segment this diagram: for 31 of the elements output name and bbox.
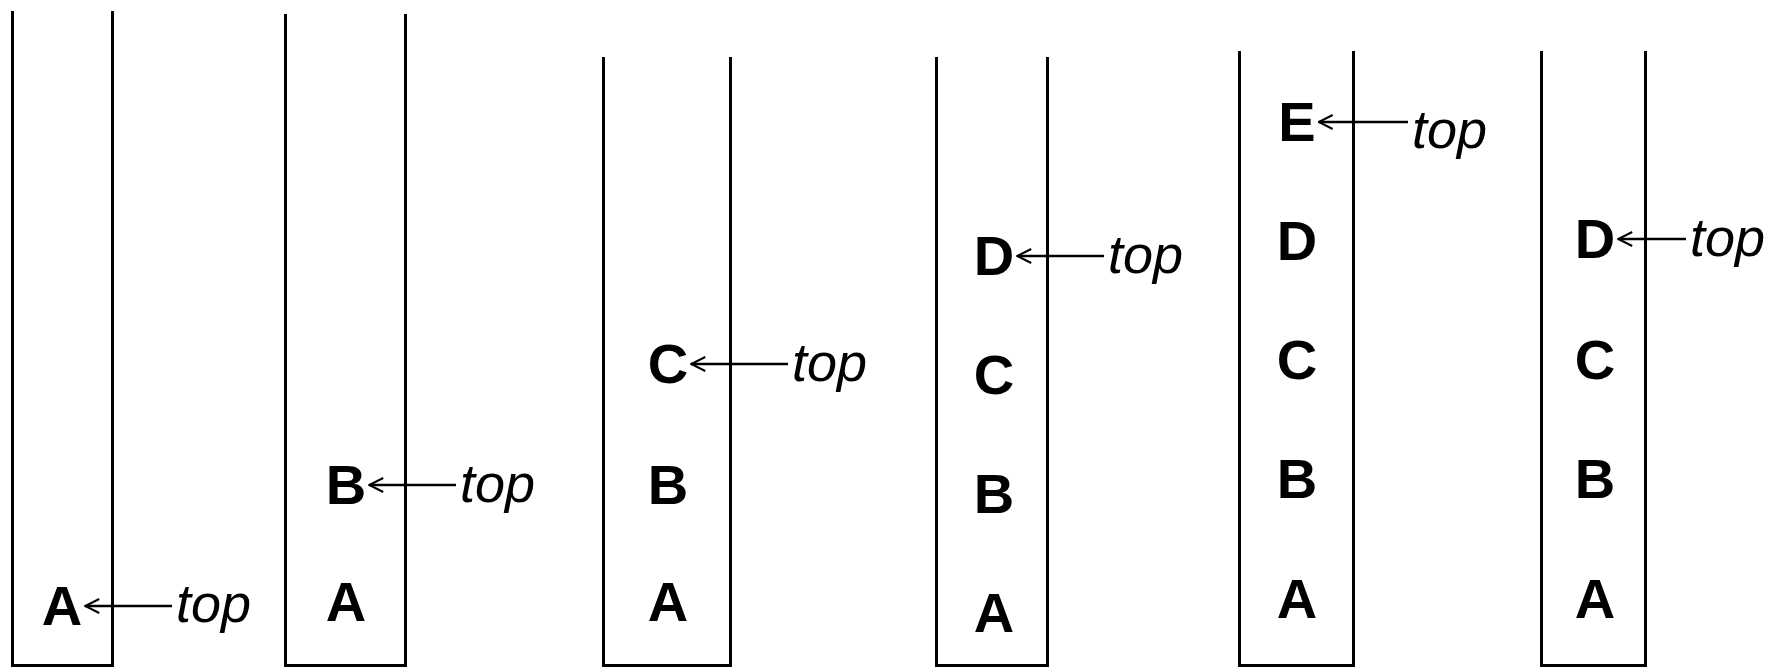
stack-item: D [1574, 211, 1616, 267]
arrow [690, 356, 788, 372]
stack-container [1540, 51, 1647, 667]
arrow [1617, 231, 1686, 247]
stack-item: C [973, 347, 1015, 403]
stack-item: A [647, 574, 689, 630]
stack-item: A [973, 585, 1015, 641]
arrow [1016, 248, 1104, 264]
stack-item: B [1276, 451, 1318, 507]
stack-item: B [1574, 451, 1616, 507]
stack-container [935, 57, 1049, 667]
stack-item: A [41, 578, 83, 634]
arrow [368, 477, 456, 493]
stack-container [11, 11, 114, 667]
arrow [1317, 114, 1408, 130]
stack-item: C [647, 336, 689, 392]
stack-item: A [1574, 571, 1616, 627]
stack-item: B [647, 457, 689, 513]
stack-container [284, 14, 407, 667]
stack-item: A [325, 574, 367, 630]
stack-container [1238, 51, 1355, 667]
stack-item: C [1276, 332, 1318, 388]
stack-item: E [1278, 94, 1316, 150]
stack-item: A [1276, 571, 1318, 627]
stack-item: D [1276, 213, 1318, 269]
stack-item: B [325, 457, 367, 513]
stack-item: C [1574, 332, 1616, 388]
stack-item: B [973, 466, 1015, 522]
stack-container [602, 57, 732, 667]
stack-item: D [973, 228, 1015, 284]
arrow [84, 598, 172, 614]
